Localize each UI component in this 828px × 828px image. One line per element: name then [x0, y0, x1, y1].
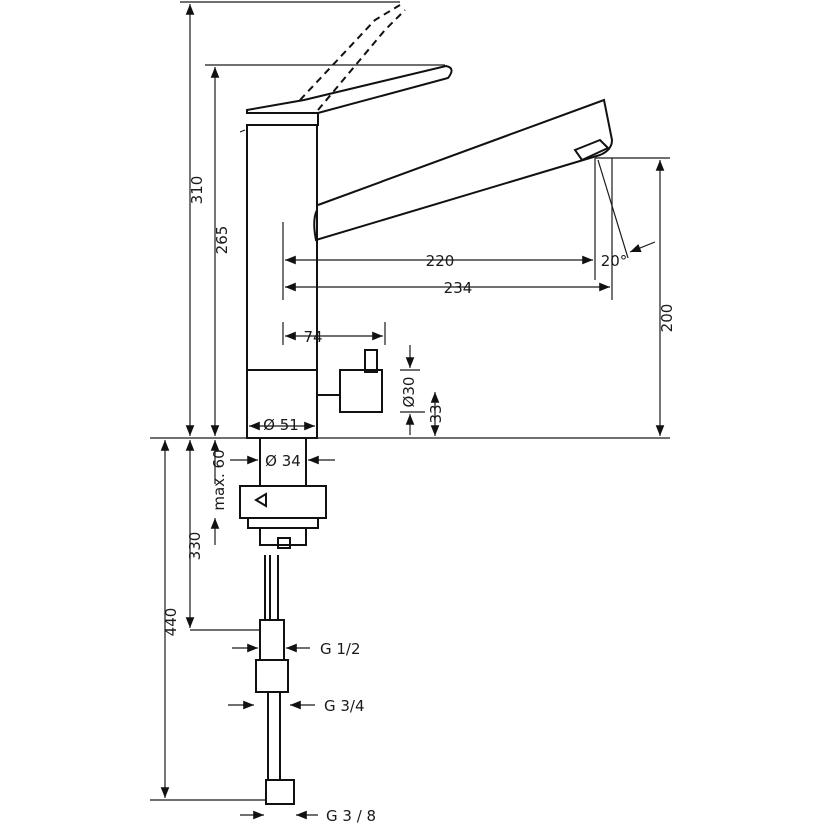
- label-dia-34: Ø 34: [265, 452, 301, 470]
- label-angle: 20°: [601, 252, 628, 270]
- label-max-60: max. 60: [210, 449, 228, 510]
- hose-end-g38: [265, 779, 295, 805]
- label-330: 330: [186, 532, 204, 561]
- extension-lines: [150, 1, 670, 801]
- faucet-outline: [239, 4, 614, 439]
- dimension-lines: [160, 3, 665, 820]
- lever-open-dashed-a: [299, 4, 401, 101]
- label-g12: G 1/2: [320, 640, 361, 658]
- label-234: 234: [444, 279, 473, 297]
- hose-connector-g12: [259, 619, 285, 661]
- label-g34: G 3/4: [324, 697, 365, 715]
- label-dia-51: Ø 51: [263, 416, 299, 434]
- handle-base: [247, 113, 319, 126]
- hose-connector-g34: [255, 659, 289, 693]
- dim-line-angle: [629, 241, 656, 253]
- label-265: 265: [213, 226, 231, 255]
- label-dia-30: Ø30: [400, 377, 418, 408]
- dimension-labels: 310 265 200 220 234 20° 74 Ø30 33 Ø 51 Ø…: [162, 176, 676, 825]
- side-valve: [339, 369, 383, 413]
- label-310: 310: [188, 176, 206, 205]
- mounting-parts: [239, 437, 327, 805]
- label-g38: G 3 / 8: [326, 807, 376, 825]
- label-33: 33: [427, 404, 445, 423]
- hose-upper: [264, 555, 279, 620]
- aerator: [573, 138, 610, 162]
- mounting-flange: [239, 485, 327, 519]
- lever-handle: [246, 64, 453, 114]
- valve-knob: [364, 349, 378, 373]
- spout: [313, 98, 614, 242]
- label-200: 200: [658, 304, 676, 333]
- hose-lower: [267, 692, 281, 780]
- label-74: 74: [303, 328, 322, 346]
- label-440: 440: [162, 608, 180, 637]
- lever-open-dashed-b: [317, 9, 406, 111]
- label-220: 220: [426, 252, 455, 270]
- washer: [247, 517, 319, 529]
